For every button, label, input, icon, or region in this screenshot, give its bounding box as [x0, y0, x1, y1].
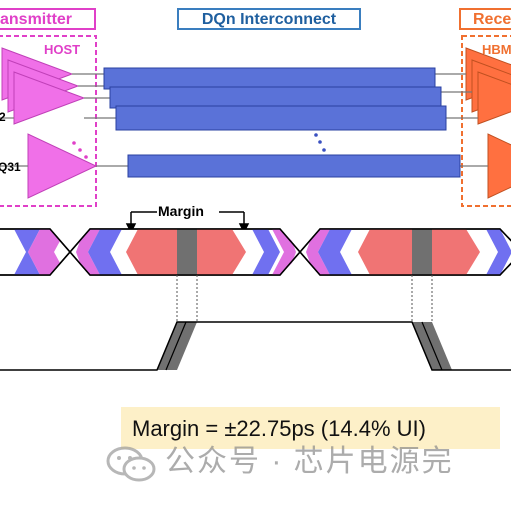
receiver-header: Rece	[459, 8, 511, 30]
eye-outline	[0, 228, 71, 276]
dq-trace	[115, 105, 447, 131]
watermark-text: 公众号 · 芯片电源完	[165, 445, 454, 478]
eye-fill-blue	[486, 229, 511, 275]
jitter-band	[177, 229, 197, 275]
strobe-trace	[0, 321, 511, 371]
host-label: HOST	[44, 42, 81, 57]
interconnect-traces	[103, 67, 461, 178]
host-block-outline	[0, 35, 97, 207]
tx-ellipsis-dot	[78, 148, 82, 152]
margin-arrowhead	[125, 223, 137, 234]
margin-arrow	[125, 211, 250, 234]
trace-ellipsis-dot	[314, 133, 318, 137]
transmitter-header: ansmitter	[0, 8, 96, 30]
pin-label-dq2: 2	[0, 110, 6, 124]
margin-result-text: Margin = ±22.75ps (14.4% UI)	[132, 416, 426, 441]
dq-lines	[0, 73, 488, 167]
margin-label: Margin	[158, 203, 204, 219]
hbm-label: HBM	[482, 42, 511, 57]
eye-fill-blue	[318, 229, 352, 275]
tx-buffer-triangle	[27, 133, 98, 199]
rx-buffer-triangle	[487, 133, 511, 199]
pin-label-dq31: Q31	[0, 160, 21, 174]
eye-fill-blue	[88, 229, 122, 275]
hbm-block-outline	[461, 35, 511, 207]
eye-fill-magenta	[28, 229, 60, 275]
margin-arrowhead	[238, 223, 250, 234]
strobe-trace	[165, 321, 187, 371]
strobe-trace	[421, 321, 443, 371]
rx-buffers	[465, 47, 511, 199]
interconnect-header: DQn Interconnect	[177, 8, 361, 30]
strobe-waveform	[0, 321, 511, 371]
rx-buffer-triangle	[477, 71, 511, 125]
trace-ellipsis-dot	[318, 140, 322, 144]
eye-fill-blue	[14, 229, 40, 275]
dq-trace	[109, 86, 442, 109]
eye-fill-blue	[252, 229, 280, 275]
tx-ellipsis-dot	[72, 141, 76, 145]
edge-jitter	[157, 322, 197, 370]
dq-trace	[103, 67, 436, 90]
dq-trace	[127, 154, 461, 178]
trace-ellipsis-dot	[322, 148, 326, 152]
eye-diagram	[0, 228, 511, 276]
alignment-guides	[176, 275, 433, 322]
tx-ellipsis-dot	[84, 155, 88, 159]
margin-result-box: Margin = ±22.75ps (14.4% UI)	[121, 407, 500, 449]
tx-buffer-triangle	[13, 71, 86, 125]
wechat-icon	[106, 446, 156, 482]
eye-outline	[299, 228, 511, 276]
jitter-band	[412, 229, 432, 275]
tx-buffers	[1, 47, 98, 199]
